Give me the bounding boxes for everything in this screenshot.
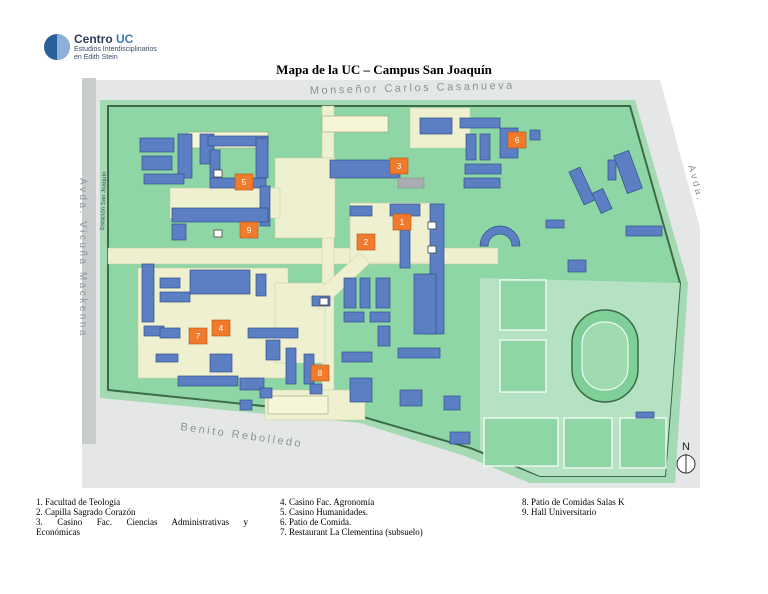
- marker-7[interactable]: 7: [188, 327, 208, 345]
- legend-column-1: 1. Facultad de Teología 2. Capilla Sagra…: [36, 497, 248, 537]
- buildings: [139, 117, 663, 445]
- legend-item-3: 3. Casino Fac. Ciencias Administrativas …: [36, 517, 248, 527]
- logo-subtitle-1: Estudios Interdisciplinarios: [74, 46, 157, 53]
- round-building: [479, 225, 521, 247]
- marker-5[interactable]: 5: [234, 173, 254, 191]
- legend-item-1: 1. Facultad de Teología: [36, 497, 121, 507]
- marker-1[interactable]: 1: [392, 213, 412, 231]
- legend-item-9: 9. Hall Universitario: [522, 507, 597, 517]
- marker-9[interactable]: 9: [239, 221, 259, 239]
- marker-3[interactable]: 3: [389, 157, 409, 175]
- street-west: Avda. Vicuña Mackenna: [77, 178, 88, 338]
- marker-number: 1: [400, 218, 405, 227]
- street-north: Monseñor Carlos Casanueva: [310, 80, 515, 97]
- marker-number: 8: [318, 369, 323, 378]
- marker-box: [356, 233, 376, 251]
- legend-item-5: 5. Casino Humanidades.: [280, 507, 368, 517]
- legend-column-3: 8. Patio de Comidas Salas K 9. Hall Univ…: [522, 497, 625, 517]
- marker-number: 9: [247, 226, 252, 235]
- logo-name: Centro UC: [74, 32, 134, 46]
- compass-label: N: [682, 441, 690, 453]
- map-title: Mapa de la UC – Campus San Joaquín: [276, 62, 492, 77]
- marker-number: 7: [196, 332, 201, 341]
- legend-item-4: 4. Casino Fac. Agronomía: [280, 497, 375, 507]
- marker-box: [234, 173, 254, 191]
- logo-subtitle-2: en Edith Stein: [74, 54, 118, 61]
- north-compass-icon: N: [676, 441, 696, 474]
- marker-box: [188, 327, 208, 345]
- legend-item-3-cont: Económicas: [36, 527, 80, 537]
- athletics-track: [571, 309, 639, 403]
- marker-number: 4: [219, 324, 224, 333]
- marker-number: 3: [397, 162, 402, 171]
- legend-item-8: 8. Patio de Comidas Salas K: [522, 497, 625, 507]
- marker-box: [507, 131, 527, 149]
- marker-number: 2: [364, 238, 369, 247]
- marker-2[interactable]: 2: [356, 233, 376, 251]
- west-road: [82, 78, 96, 444]
- legend-item-7: 7. Restaurant La Clementina (subsuelo): [280, 527, 423, 537]
- marker-box: [239, 221, 259, 239]
- marker-box: [392, 213, 412, 231]
- marker-number: 6: [515, 136, 520, 145]
- sports-fields: [483, 279, 667, 469]
- legend-column-2: 4. Casino Fac. Agronomía 5. Casino Human…: [280, 497, 423, 537]
- marker-6[interactable]: 6: [507, 131, 527, 149]
- marker-number: 5: [242, 178, 247, 187]
- legend-item-2: 2. Capilla Sagrado Corazón: [36, 507, 136, 517]
- metro-icons: [213, 169, 437, 306]
- marker-box: [211, 319, 231, 337]
- marker-4[interactable]: 4: [211, 319, 231, 337]
- marker-box: [310, 364, 330, 382]
- metro-station-label: Estación San Joaquín: [100, 172, 108, 231]
- legend-item-6: 6. Patio de Comida.: [280, 517, 352, 527]
- logo-mark-icon: [44, 34, 70, 60]
- centro-uc-logo: Centro UC Estudios Interdisciplinarios e…: [44, 32, 184, 68]
- marker-8[interactable]: 8: [310, 364, 330, 382]
- marker-box: [389, 157, 409, 175]
